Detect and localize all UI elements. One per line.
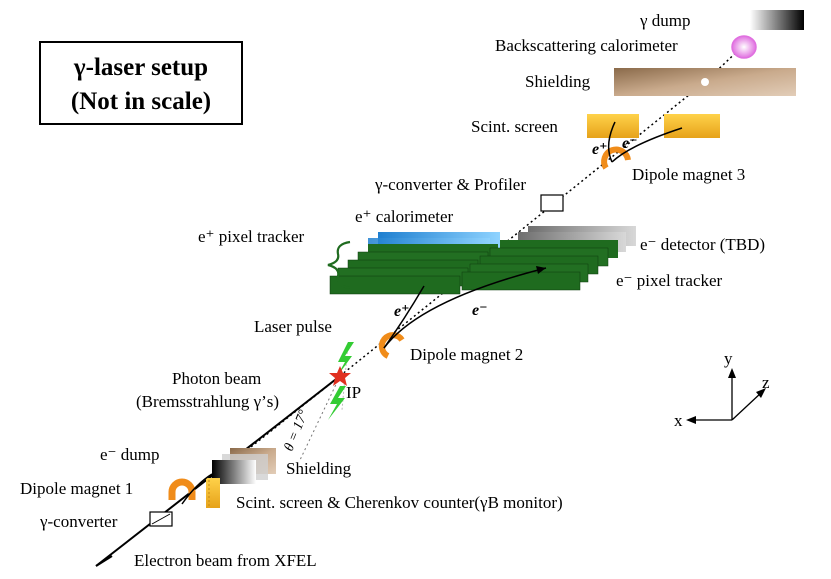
electron-detector-label: e⁻ detector (TBD): [640, 235, 765, 254]
positron-label-d2: e⁺: [394, 303, 410, 320]
dipole-magnet-3: [601, 146, 631, 170]
ip-star-icon: [329, 366, 351, 386]
title-line-1: γ-laser setup: [73, 54, 208, 81]
positron-tracker-brace: [327, 240, 351, 290]
gamma-converter-label: γ-converter: [39, 512, 118, 531]
gamma-converter-profiler: [540, 194, 564, 212]
scint-screen-electron: [664, 114, 720, 138]
electron-label-d3: e⁻: [622, 135, 638, 152]
electron-track-d3: [611, 127, 683, 163]
shielding-bottom-label: Shielding: [286, 459, 352, 478]
dipole-magnet-1: [168, 478, 196, 500]
scint-cherenkov-label: Scint. screen & Cherenkov counter(γB mon…: [236, 493, 563, 512]
axis-z-label: z: [762, 373, 770, 392]
gamma-converter-profiler-label: γ-converter & Profiler: [374, 175, 526, 194]
electron-label-d2: e⁻: [472, 302, 488, 319]
laser-pulse-lower-icon: [328, 386, 346, 420]
positron-track-d3: [607, 121, 616, 163]
angle-label: θ = 17°: [282, 408, 312, 454]
dipole-magnet-2-label: Dipole magnet 2: [410, 345, 523, 364]
scint-cherenkov-counter: [206, 478, 220, 508]
axis-y-label: y: [724, 349, 733, 368]
dipole-magnet-3-label: Dipole magnet 3: [632, 165, 745, 184]
electron-dump-label: e⁻ dump: [100, 445, 160, 464]
positron-label-d3: e⁺: [592, 141, 608, 158]
electron-beam-label: Electron beam from XFEL: [134, 551, 317, 570]
photon-beam-dotted-lower: [211, 375, 341, 479]
photon-beam-dotted-upper: [339, 81, 706, 377]
laser-pulse-label: Laser pulse: [254, 317, 332, 336]
electron-track-arrowhead: [536, 266, 546, 274]
positron-pixel-tracker: [329, 244, 498, 295]
title-line-2: (Not in scale): [71, 88, 211, 115]
gamma-dump: [750, 10, 804, 30]
photon-beam-label-2: (Bremsstrahlung γ’s): [136, 392, 279, 411]
electron-track-d1: [181, 473, 213, 505]
axis-x-label: x: [674, 411, 683, 430]
dipole-magnet-2: [378, 332, 405, 359]
photon-beam-label-1: Photon beam: [172, 369, 261, 388]
electron-track-d2: [383, 267, 547, 349]
dipole-magnet-1-label: Dipole magnet 1: [20, 479, 133, 498]
positron-calorimeter-label: e⁺ calorimeter: [355, 207, 454, 226]
gamma-dump-label: γ dump: [639, 11, 691, 30]
laser-pulse-upper-icon: [336, 342, 354, 378]
backscattering-calorimeter: [731, 35, 757, 59]
angle-reference-line: [299, 375, 341, 461]
backscattering-calorimeter-label: Backscattering calorimeter: [495, 36, 678, 55]
shielding-top-label: Shielding: [525, 72, 591, 91]
title-box: [39, 41, 243, 125]
shielding-hole: [701, 78, 709, 86]
gamma-converter-beam-segment: [151, 513, 171, 525]
electron-pixel-tracker-label: e⁻ pixel tracker: [616, 271, 723, 290]
ip-label: IP: [346, 383, 361, 402]
coordinate-axes: [686, 368, 766, 424]
positron-pixel-tracker-label: e⁺ pixel tracker: [198, 227, 305, 246]
scint-screen-top-label: Scint. screen: [471, 117, 558, 136]
electron-beam-arrow-tail: [95, 555, 113, 567]
